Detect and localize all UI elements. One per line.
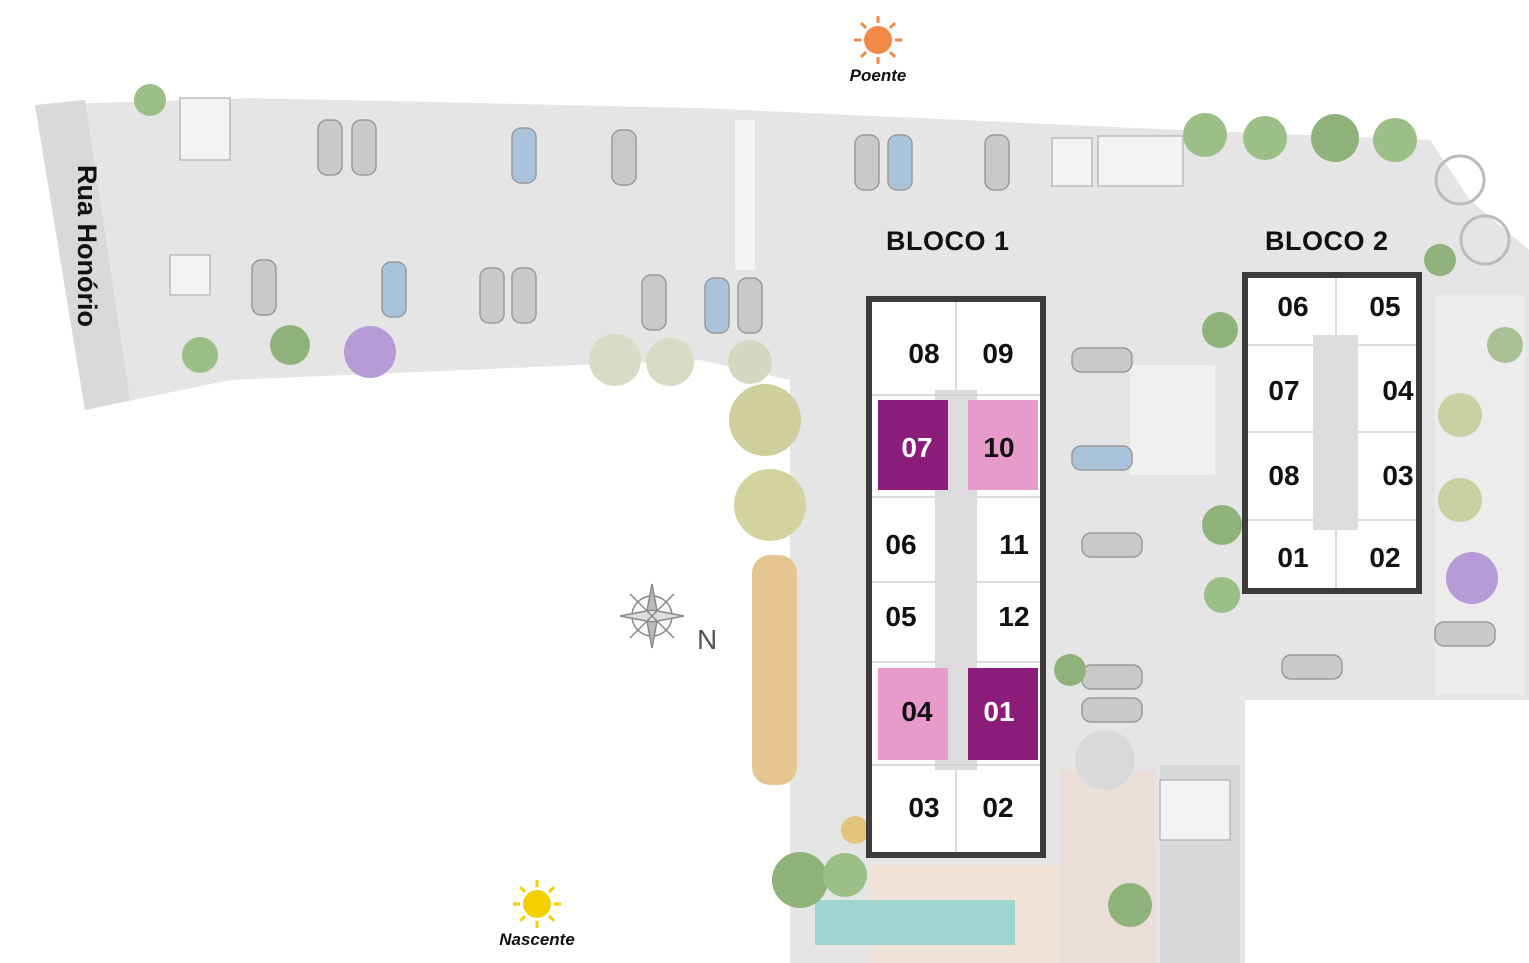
sun-east-label: Nascente xyxy=(499,930,575,949)
bloco2-building xyxy=(1242,272,1422,594)
bloco2-unit-02[interactable]: 02 xyxy=(1369,542,1401,573)
bloco2-title: BLOCO 2 xyxy=(1265,226,1389,256)
bloco2-unit-08[interactable]: 08 xyxy=(1268,460,1300,491)
sun-west-icon xyxy=(854,16,902,64)
bloco1-unit-12[interactable]: 12 xyxy=(998,601,1030,632)
bloco2-unit-04[interactable]: 04 xyxy=(1382,375,1414,406)
bloco1-unit-03[interactable]: 03 xyxy=(908,792,940,823)
street-label: Rua Honório xyxy=(72,165,102,327)
bloco1-unit-08[interactable]: 08 xyxy=(908,338,940,369)
north-label: N xyxy=(697,624,718,655)
vegetation xyxy=(134,84,1523,927)
bloco1-unit-09[interactable]: 09 xyxy=(982,338,1014,369)
bloco1-building xyxy=(866,296,1046,858)
bloco2-unit-05[interactable]: 05 xyxy=(1369,291,1401,322)
sun-east-icon xyxy=(513,880,561,928)
small-structures xyxy=(169,97,1231,841)
bloco2-unit-01[interactable]: 01 xyxy=(1277,542,1309,573)
bloco1-unit-10[interactable]: 10 xyxy=(983,432,1015,463)
bloco1-title: BLOCO 1 xyxy=(886,226,1010,256)
bloco1-unit-06[interactable]: 06 xyxy=(885,529,917,560)
bloco2-unit-06[interactable]: 06 xyxy=(1277,291,1309,322)
bloco1-unit-01[interactable]: 01 xyxy=(983,696,1015,727)
bloco2-unit-03[interactable]: 03 xyxy=(1382,460,1414,491)
bloco1-unit-04[interactable]: 04 xyxy=(901,696,933,727)
bloco1-unit-05[interactable]: 05 xyxy=(885,601,917,632)
sun-west-label: Poente xyxy=(849,66,907,85)
bloco1-unit-02[interactable]: 02 xyxy=(982,792,1014,823)
bloco1-unit-07[interactable]: 07 xyxy=(901,432,933,463)
bloco1-unit-11[interactable]: 11 xyxy=(999,529,1029,560)
pavement xyxy=(35,98,1529,963)
bloco2-unit-07[interactable]: 07 xyxy=(1268,375,1300,406)
compass-rose-icon xyxy=(619,583,685,649)
